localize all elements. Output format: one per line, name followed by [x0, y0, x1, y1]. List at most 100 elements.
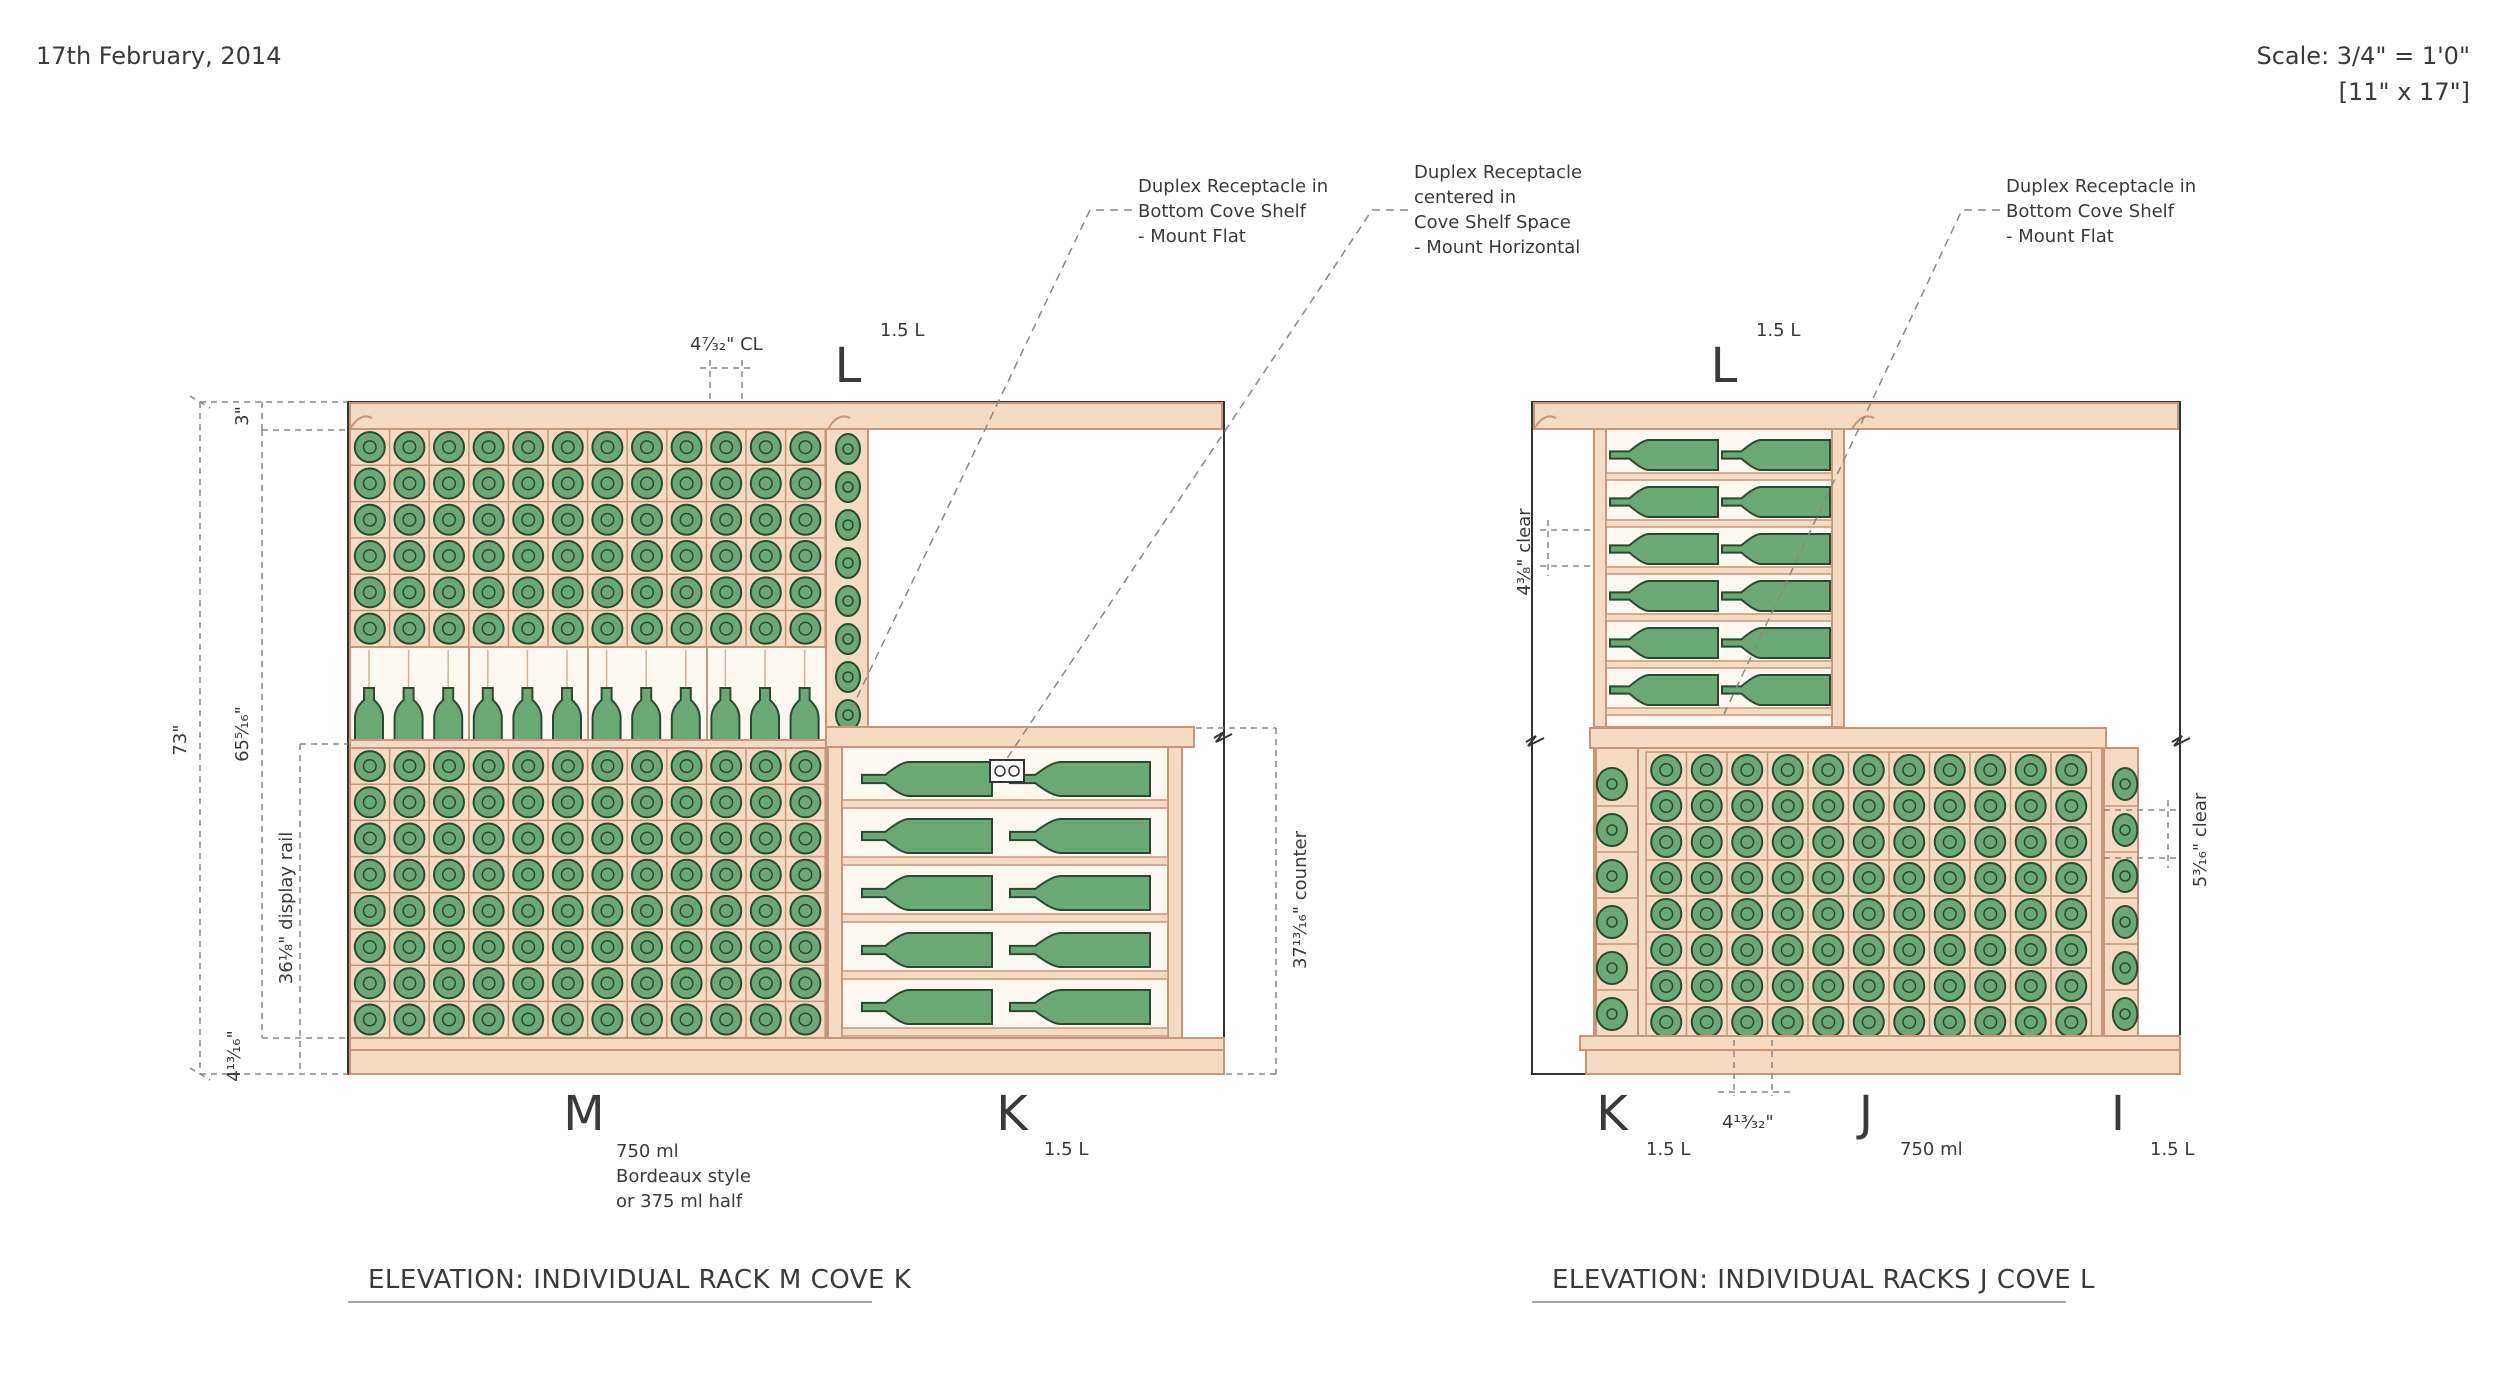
bottle-punt [521, 621, 536, 636]
bottle-end [1771, 790, 1804, 822]
bottle-end [472, 431, 505, 464]
bottle-end [670, 822, 703, 855]
bottle-punt [639, 795, 655, 810]
bottle-punt [1606, 916, 1618, 928]
bottle-punt [1606, 1008, 1618, 1020]
bottle-end [710, 612, 743, 645]
bottle-end [789, 540, 822, 573]
bottle-end [472, 467, 505, 500]
bottle-end [512, 967, 545, 1000]
bottle-punt [402, 549, 417, 564]
bottle-punt [1699, 762, 1714, 778]
lying-bottle [1721, 439, 1831, 471]
bottle-punt [1821, 834, 1836, 850]
bottle-punt [1942, 942, 1957, 958]
bottle-punt [798, 759, 813, 774]
bottle-punt [639, 867, 655, 882]
bottle-end [1974, 1006, 2007, 1038]
bottle-end [1690, 862, 1723, 894]
bottle-punt [719, 976, 734, 991]
bottle-end [433, 750, 465, 783]
bottle-punt [402, 759, 417, 774]
bottle-end [512, 431, 545, 464]
bottle-punt [719, 795, 734, 810]
bottle-punt [521, 549, 536, 564]
bottle-end [591, 503, 624, 536]
bottle-punt [1861, 870, 1876, 886]
bottle-end [393, 467, 426, 500]
bottle-end [2111, 997, 2139, 1031]
bottle-end [353, 967, 386, 1000]
left-size-k: 1.5 L [1044, 1139, 1088, 1160]
bottle-punt [1942, 1014, 1957, 1030]
right-size-j: 750 ml [1900, 1139, 1963, 1160]
bottle-punt [600, 621, 615, 636]
bottle-punt [1606, 962, 1618, 974]
bottle-end [2111, 767, 2139, 801]
bottle-end [789, 967, 822, 1000]
bottle-end [670, 967, 703, 1000]
bottle-punt [402, 476, 417, 491]
bottle-punt [842, 519, 854, 531]
bottle-end [1650, 898, 1683, 930]
bottle-punt [679, 976, 694, 991]
bottle-end [433, 894, 465, 927]
bottle-punt [842, 709, 854, 721]
bottle-punt [798, 903, 813, 918]
bottle-punt [1983, 978, 1998, 994]
bottle-end [789, 931, 822, 964]
bottle-end [835, 585, 861, 617]
bottle-end [749, 431, 782, 464]
bottle-end [631, 1003, 663, 1036]
bottle-end [472, 822, 505, 855]
bottle-punt [1983, 834, 1998, 850]
bottle-end [670, 786, 703, 819]
bottle-end [433, 612, 465, 645]
bottle-end [433, 503, 465, 536]
bottle-punt [362, 867, 377, 882]
bottle-end [2055, 862, 2088, 894]
right-break-mark-right [2171, 735, 2191, 747]
bottle-end [551, 894, 584, 927]
bottle-end [2014, 826, 2047, 858]
bottle-end [631, 786, 663, 819]
left-label-k: K [996, 1086, 1029, 1142]
l-shelf [1605, 707, 1833, 716]
bottle-punt [481, 440, 496, 455]
bottle-end [1893, 754, 1926, 786]
bottle-end [631, 540, 663, 573]
bottle-end [1595, 997, 1629, 1031]
bottle-end [2111, 859, 2139, 893]
bottle-end [835, 699, 861, 731]
bottle-punt [521, 976, 536, 991]
bottle-punt [639, 903, 655, 918]
bottle-end [710, 1003, 743, 1036]
bottle-punt [1821, 1014, 1836, 1030]
bottle-end [2055, 1006, 2088, 1038]
bottle-end [591, 967, 624, 1000]
bottle-end [1595, 767, 1629, 801]
bottle-end [1812, 862, 1845, 894]
left-label-l: L [835, 338, 862, 394]
bottle-punt [1902, 870, 1917, 886]
bottle-end [1771, 826, 1804, 858]
bottle-punt [719, 867, 734, 882]
bottle-punt [1740, 942, 1755, 958]
bottle-end [353, 750, 386, 783]
bottle-punt [719, 759, 734, 774]
right-label-j: J [1856, 1086, 1873, 1142]
leader-receptacle-center [1005, 209, 1408, 761]
bottle-punt [560, 476, 575, 491]
bottle-punt [441, 585, 457, 600]
bottle-punt [600, 831, 615, 846]
bottle-punt [639, 759, 655, 774]
bottle-punt [1659, 870, 1674, 886]
bottle-punt [758, 867, 773, 882]
bottle-end [1690, 898, 1723, 930]
bottle-end [1650, 826, 1683, 858]
bottle-punt [1983, 870, 1998, 886]
left-top-cove-shelf [349, 402, 1223, 430]
bottle-punt [402, 831, 417, 846]
bottle-end [1731, 970, 1764, 1002]
bottle-end [393, 967, 426, 1000]
